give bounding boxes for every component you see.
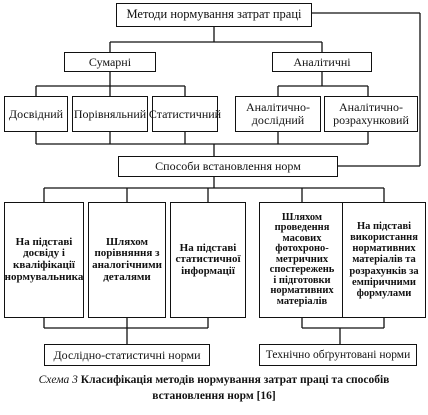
technical-norms-text: Технічно обґрунтовані норми	[265, 348, 411, 361]
method-experience-box: На підставі досвіду і кваліфікації норму…	[4, 202, 84, 318]
title-text: Методи нормування затрат праці	[126, 7, 302, 22]
caption-line2: встановлення норм [16]	[152, 390, 276, 402]
analytic-methods-text: Аналітичні	[293, 54, 351, 69]
method-normative-text: На підставі використання нормативних мат…	[349, 221, 419, 299]
method-statistics-text: На підставі статистичної інформації	[175, 241, 241, 277]
analytic-experimental-text: Аналітично- дослідний	[246, 100, 310, 127]
method-statistics-box: На підставі статистичної інформації	[170, 202, 246, 318]
summary-methods-box: Сумарні	[64, 52, 156, 72]
caption-second-line: встановлення норм [16]	[0, 390, 428, 402]
method-normative-box: На підставі використання нормативних мат…	[342, 202, 426, 318]
analytic-experimental-box: Аналітично- дослідний	[235, 96, 321, 132]
norm-methods-text: Способи встановлення норм	[155, 159, 301, 174]
method-experience-text: На підставі досвіду і кваліфікації норму…	[4, 235, 84, 283]
caption-label: Схема 3	[38, 374, 78, 386]
caption: Схема 3 Класифікація методів нормування …	[0, 374, 428, 386]
experimental-method-box: Досвідний	[4, 96, 68, 132]
comparative-method-text: Порівняльний	[73, 106, 147, 121]
analytic-methods-box: Аналітичні	[272, 52, 372, 72]
technical-norms-box: Технічно обґрунтовані норми	[259, 344, 417, 366]
caption-line1: Класифікація методів нормування затрат п…	[80, 374, 390, 386]
experimental-statistical-norms-box: Дослідно-статистичні норми	[44, 344, 210, 366]
experimental-method-text: Досвідний	[8, 106, 64, 121]
experimental-statistical-norms-text: Дослідно-статистичні норми	[53, 347, 201, 362]
statistical-method-text: Статистичний	[148, 106, 222, 121]
method-observations-text: Шляхом проведення масових фотохроно- мет…	[269, 211, 335, 307]
method-observations-box: Шляхом проведення масових фотохроно- мет…	[259, 202, 345, 318]
summary-methods-text: Сумарні	[88, 54, 132, 69]
method-comparison-text: Шляхом порівняння з аналогічними деталям…	[92, 235, 162, 283]
norm-methods-box: Способи встановлення норм	[118, 156, 338, 177]
statistical-method-box: Статистичний	[148, 96, 222, 132]
title-box: Методи нормування затрат праці	[116, 3, 312, 27]
comparative-method-box: Порівняльний	[72, 96, 148, 132]
method-comparison-box: Шляхом порівняння з аналогічними деталям…	[88, 202, 166, 318]
analytic-calculative-text: Аналітично- розрахунковий	[333, 100, 409, 127]
analytic-calculative-box: Аналітично- розрахунковий	[324, 96, 418, 132]
